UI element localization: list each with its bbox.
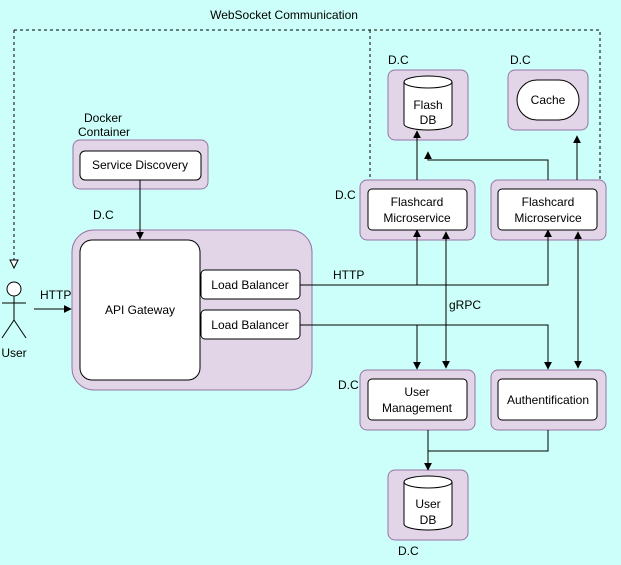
user-db-cylinder[interactable] [403, 475, 453, 531]
flash-db-cylinder[interactable] [403, 75, 453, 131]
docker-label-line1: Docker [84, 111, 122, 125]
lb2-to-authentification-arrow [300, 324, 552, 370]
flashcard-2-label-line1: Flashcard [522, 195, 575, 209]
user-management-box[interactable] [367, 378, 468, 421]
api-gateway-label: API Gateway [105, 303, 175, 317]
flashcard-2-box[interactable] [497, 188, 598, 231]
user-db-label-line2: DB [420, 513, 437, 527]
authentification-box[interactable] [497, 378, 598, 421]
http-label: HTTP [333, 268, 364, 282]
flash-db-label-line1: Flash [413, 98, 442, 112]
user-management-label-line2: Management [382, 401, 453, 415]
flash-db-label-line2: DB [420, 113, 437, 127]
nodes: Service Discovery API Gateway Load Balan… [79, 75, 598, 531]
dc-label-user-management: D.C [338, 378, 359, 392]
http-user-label: HTTP [40, 288, 71, 302]
flashcard-2-label-line2: Microservice [514, 211, 582, 225]
user-db-label-line1: User [415, 497, 440, 511]
dc-label-cache: D.C [510, 53, 531, 67]
flashcard-1-label-line1: Flashcard [391, 195, 444, 209]
connectors [34, 130, 582, 471]
flashcard-1-box[interactable] [367, 188, 468, 231]
websocket-connection: WebSocket Communication [14, 8, 601, 268]
service-discovery-box[interactable] [79, 150, 202, 181]
service-discovery-label: Service Discovery [92, 158, 188, 172]
cache-box[interactable] [516, 79, 580, 121]
docker-label-line2: Container [78, 125, 130, 139]
labels: User HTTP HTTP gRPC Docker Container D.C… [1, 53, 531, 558]
load-balancer-2-label: Load Balancer [211, 318, 288, 332]
authentification-to-user-db-line [428, 430, 549, 452]
user-icon[interactable] [1, 281, 27, 339]
flashcard-1-label-line2: Microservice [383, 211, 451, 225]
flashcard-2-to-flash-db-arrow [424, 151, 549, 180]
dc-label-flashcard: D.C [335, 188, 356, 202]
lb1-to-flashcard-2-arrow [300, 229, 552, 286]
cache-label: Cache [531, 93, 566, 107]
api-gateway-box[interactable] [79, 239, 201, 381]
grpc-label: gRPC [449, 298, 481, 312]
websocket-label: WebSocket Communication [210, 8, 358, 22]
dc-label-flash-db: D.C [388, 53, 409, 67]
user-label: User [1, 346, 26, 360]
dc-label-gateway: D.C [93, 208, 114, 222]
authentification-label: Authentification [507, 393, 589, 407]
load-balancer-2-box[interactable] [200, 309, 301, 340]
load-balancer-1-label: Load Balancer [211, 278, 288, 292]
dc-label-user-db: D.C [398, 544, 419, 558]
user-management-label-line1: User [404, 385, 429, 399]
load-balancer-1-box[interactable] [200, 269, 301, 300]
